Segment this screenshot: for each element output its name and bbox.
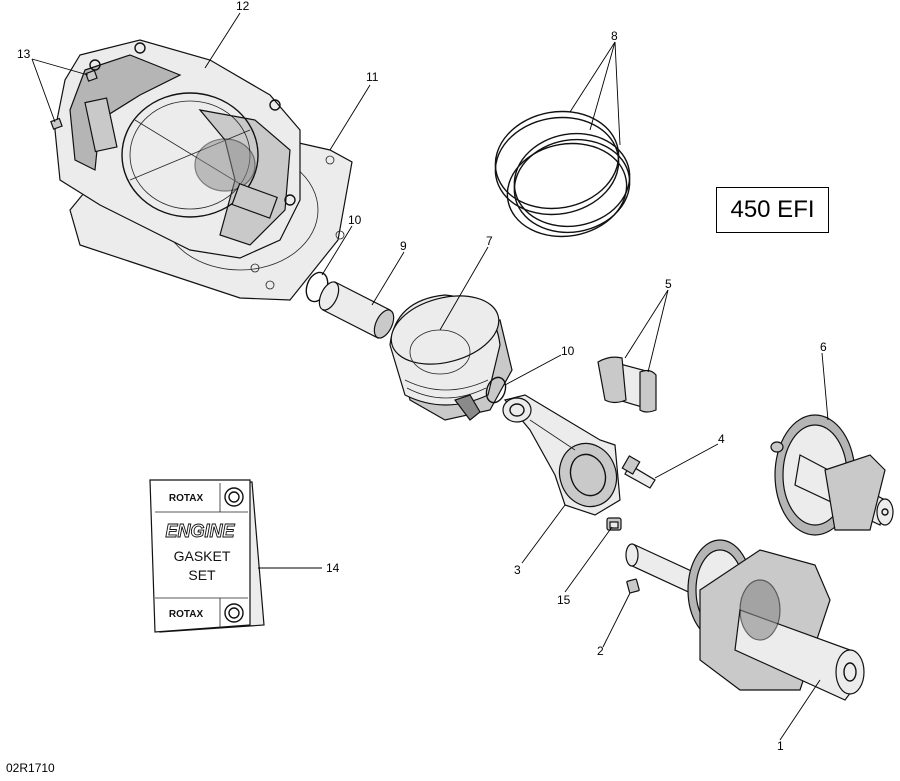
- callout-14: 14: [326, 561, 340, 575]
- callout-12: 12: [236, 0, 250, 13]
- gasket-kit-title-line3: SET: [188, 567, 216, 583]
- circlip-right: [485, 376, 507, 404]
- piston-rings: [494, 110, 631, 238]
- bearing-shells: [597, 356, 657, 413]
- callout-11: 11: [366, 70, 379, 84]
- screw: [606, 517, 622, 531]
- callout-5: 5: [665, 277, 672, 291]
- gasket-kit-title-line2: GASKET: [174, 548, 231, 564]
- crankshaft: [625, 539, 865, 701]
- cylinder: [54, 39, 301, 259]
- callout-15: 15: [557, 593, 571, 607]
- gasket-kit-brand-bottom: ROTAX: [169, 609, 204, 620]
- callout-6: 6: [820, 340, 827, 354]
- gasket-kit-brand-top: ROTAX: [169, 493, 204, 504]
- balance-shaft: [770, 414, 894, 536]
- piston-pin: [318, 281, 395, 339]
- piston: [389, 294, 513, 421]
- leader-lines: [31, 12, 829, 741]
- callout-3: 3: [514, 563, 521, 577]
- callout-4: 4: [718, 432, 725, 446]
- callout-7: 7: [486, 234, 493, 248]
- drawing-reference-code: 02R1710: [6, 761, 55, 775]
- callout-1: 1: [777, 739, 784, 753]
- engine-gasket-set-package: ROTAX ENGINE GASKET SET ROTAX: [149, 479, 265, 633]
- connecting-rod: [502, 394, 621, 516]
- callout-10-right: 10: [561, 344, 575, 358]
- callout-10-left: 10: [348, 213, 362, 227]
- cylinder-stud-nuts: [50, 69, 98, 130]
- callout-13: 13: [17, 47, 31, 61]
- callout-8: 8: [611, 29, 618, 43]
- key: [626, 578, 640, 594]
- conrod-screw: [621, 455, 656, 489]
- callout-9: 9: [400, 239, 407, 253]
- callout-2: 2: [597, 644, 604, 658]
- callout-numbers: 12 13 11 8 10 9 7 10 5 6 4 3 15 14 2 1: [17, 0, 827, 753]
- model-label: 450 EFI: [730, 196, 815, 223]
- model-label-box: 450 EFI: [716, 187, 829, 233]
- gasket-kit-title-line1: ENGINE: [165, 521, 235, 541]
